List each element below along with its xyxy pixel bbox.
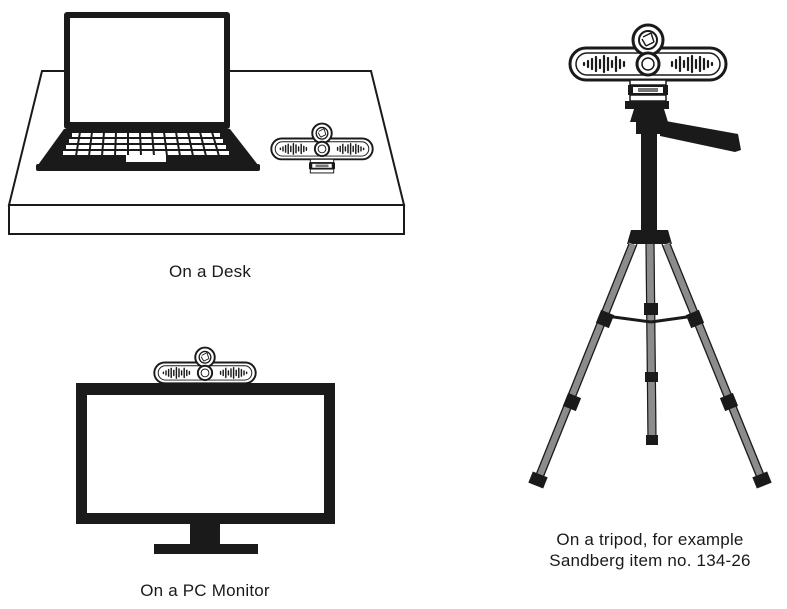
webcam-icon: [568, 23, 728, 103]
caption-tripod-line2: Sandberg item no. 134-26: [549, 551, 751, 570]
monitor-scene: [76, 346, 335, 554]
laptop: [36, 12, 260, 171]
caption-desk: On a Desk: [168, 262, 252, 281]
caption-monitor: On a PC Monitor: [140, 581, 270, 600]
tripod-scene: [528, 23, 772, 489]
caption-tripod-line1: On a tripod, for example: [556, 530, 744, 549]
desk-front: [8, 204, 405, 235]
desk-scene: [7, 12, 406, 235]
